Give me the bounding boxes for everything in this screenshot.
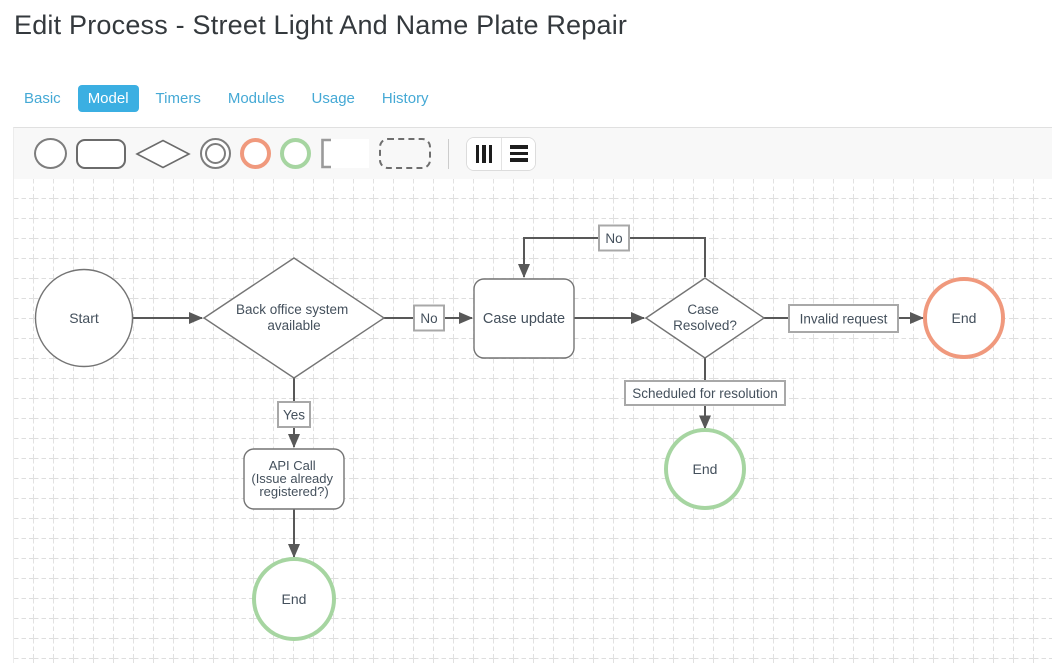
palette-success-end-event-shape[interactable] (280, 138, 311, 169)
palette-lane-shape[interactable] (320, 138, 370, 169)
node-case-resolved-gateway[interactable]: Case Resolved? (644, 277, 766, 359)
horizontal-layout-button[interactable] (501, 137, 535, 170)
node-api-call-task[interactable]: API Call (Issue already registered?) (243, 448, 345, 510)
menu-icon (509, 145, 528, 162)
process-flowchart: No No Invalid request Scheduled for reso… (14, 179, 1052, 663)
edge-label-no-loop[interactable]: No (598, 224, 630, 252)
palette-intermediate-event-shape[interactable] (200, 138, 231, 169)
edge-label-scheduled-for-resolution[interactable]: Scheduled for resolution (624, 380, 786, 406)
process-model-editor: No No Invalid request Scheduled for reso… (13, 127, 1052, 663)
bracket-shape-icon (321, 138, 369, 169)
palette-error-end-event-shape[interactable] (240, 138, 271, 169)
node-end-invalid-event[interactable]: End (923, 277, 1005, 359)
svg-text:No: No (420, 311, 437, 326)
palette-group-shape[interactable] (379, 138, 431, 169)
layout-button-group (466, 136, 536, 171)
svg-text:Yes: Yes (283, 408, 305, 423)
palette-gateway-shape[interactable] (135, 139, 191, 169)
tab-basic[interactable]: Basic (14, 85, 71, 112)
shape-palette (14, 128, 1052, 179)
edge-label-yes[interactable]: Yes (277, 401, 311, 428)
grid-background (14, 179, 1052, 663)
tab-modules[interactable]: Modules (218, 85, 295, 112)
dashed-rect-shape-icon (379, 138, 431, 169)
orange-circle-shape-icon (240, 138, 271, 169)
rounded-rect-shape-icon (76, 138, 126, 169)
diagram-canvas[interactable]: No No Invalid request Scheduled for reso… (14, 179, 1052, 663)
tab-timers[interactable]: Timers (146, 85, 211, 112)
svg-text:Case update: Case update (483, 311, 565, 327)
svg-text:Scheduled for resolution: Scheduled for resolution (632, 386, 778, 401)
svg-text:End: End (952, 310, 977, 326)
diamond-shape-icon (135, 139, 191, 168)
palette-start-event-shape[interactable] (34, 138, 67, 169)
node-end-registered-event[interactable]: End (252, 557, 336, 641)
svg-text:API Call (Issue alre: API Call (Issue already registered?) (251, 458, 336, 499)
svg-text:Start: Start (69, 310, 99, 326)
palette-task-shape[interactable] (76, 138, 126, 169)
tab-history[interactable]: History (372, 85, 439, 112)
vertical-layout-button[interactable] (467, 137, 501, 170)
svg-text:No: No (605, 231, 622, 246)
edge-label-no-backoffice[interactable]: No (413, 304, 445, 332)
double-circle-shape-icon (200, 138, 231, 169)
edge-label-invalid-request[interactable]: Invalid request (788, 304, 899, 333)
tab-model[interactable]: Model (77, 85, 139, 112)
tab-bar: Basic Model Timers Modules Usage History (14, 85, 1052, 112)
columns-icon (475, 144, 493, 163)
circle-shape-icon (34, 138, 67, 169)
node-start-event[interactable]: Start (34, 268, 134, 368)
svg-text:End: End (282, 591, 307, 607)
svg-text:End: End (693, 461, 718, 477)
palette-divider (448, 138, 449, 169)
node-back-office-gateway[interactable]: Back office system available (202, 257, 386, 379)
node-end-resolved-event[interactable]: End (664, 428, 746, 510)
tab-usage[interactable]: Usage (302, 85, 365, 112)
node-case-update-task[interactable]: Case update (473, 278, 575, 359)
svg-text:Back office system a: Back office system available (236, 302, 352, 333)
green-circle-shape-icon (280, 138, 311, 169)
page-title: Edit Process - Street Light And Name Pla… (14, 10, 628, 40)
svg-text:Invalid request: Invalid request (800, 312, 888, 327)
svg-text:Case Resolved?: Case Resolved? (673, 302, 737, 333)
